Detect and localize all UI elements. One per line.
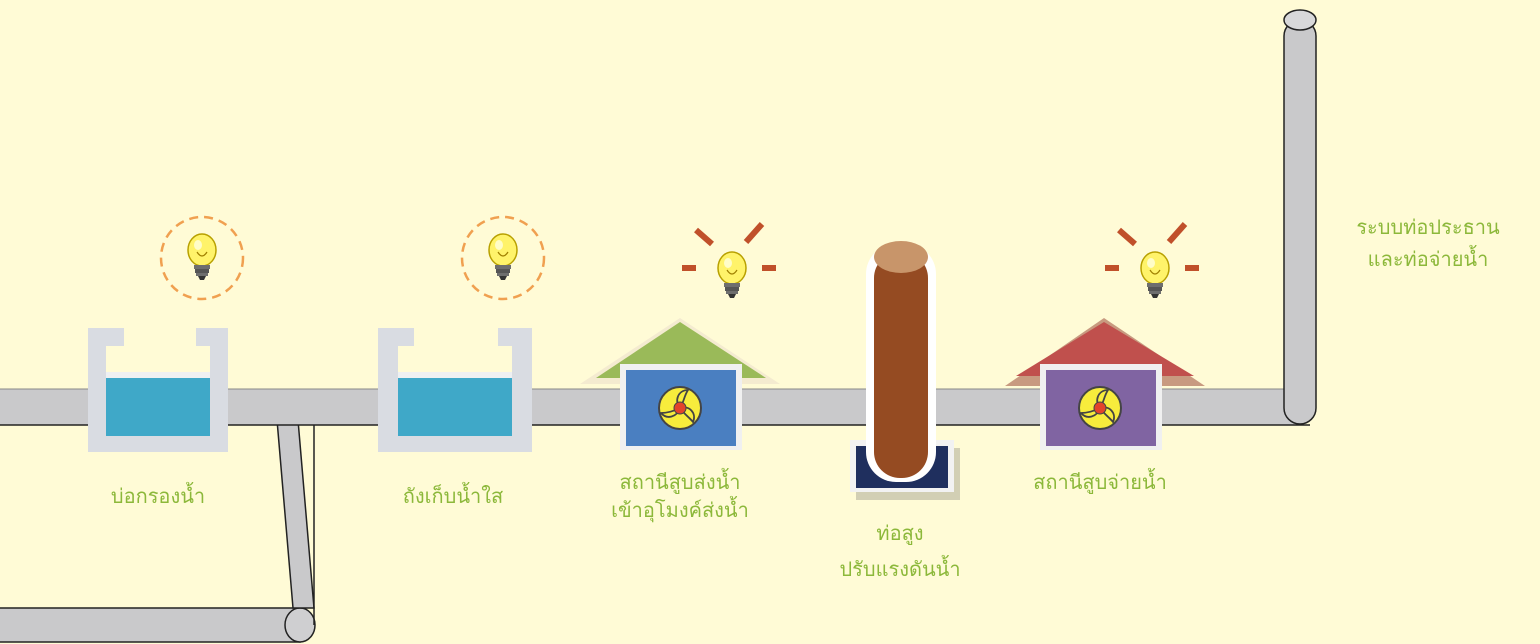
clear-water-tank-label: ถังเก็บน้ำใส: [402, 484, 504, 508]
standpipe-column: [874, 252, 928, 478]
clear-water-tank: [378, 328, 532, 452]
standpipe-label-1: ท่อสูง: [876, 521, 924, 545]
lightbulb-icon: [460, 215, 546, 301]
clear-water-tank-water: [398, 378, 512, 436]
distribution-pump-roof: [1016, 322, 1194, 376]
lower-pipe: [0, 607, 301, 643]
lightbulb-icon: [682, 222, 776, 299]
diagonal-pipe: [276, 419, 315, 609]
intake-pump-station: [580, 318, 780, 450]
standpipe-label-2: ปรับแรงดันน้ำ: [839, 557, 961, 581]
pipe-network-label-1: ระบบท่อประธาน: [1356, 215, 1500, 239]
riser-pipe-top: [1283, 9, 1317, 31]
pump-fan-icon: [658, 386, 702, 430]
lightbulb-icon: [159, 215, 245, 301]
lightbulb-icon: [1105, 222, 1199, 299]
intake-pump-station-label-2: เข้าอุโมงค์ส่งน้ำ: [611, 498, 749, 522]
filter-pond-water: [106, 378, 210, 436]
pump-fan-icon: [1078, 386, 1122, 430]
intake-pump-station-label-1: สถานีสูบส่งน้ำ: [619, 470, 741, 494]
lower-pipe-elbow: [284, 607, 316, 643]
standpipe: [850, 241, 960, 500]
filter-pond-label: บ่อกรองน้ำ: [110, 484, 206, 508]
pipe-network-label-2: และท่อจ่ายน้ำ: [1367, 247, 1489, 271]
distribution-pump-station-label: สถานีสูบจ่ายน้ำ: [1033, 470, 1167, 494]
riser-pipe: [1283, 19, 1317, 425]
distribution-pump-station: [1005, 318, 1205, 450]
filter-pond: [88, 328, 228, 452]
standpipe-top: [874, 241, 928, 273]
